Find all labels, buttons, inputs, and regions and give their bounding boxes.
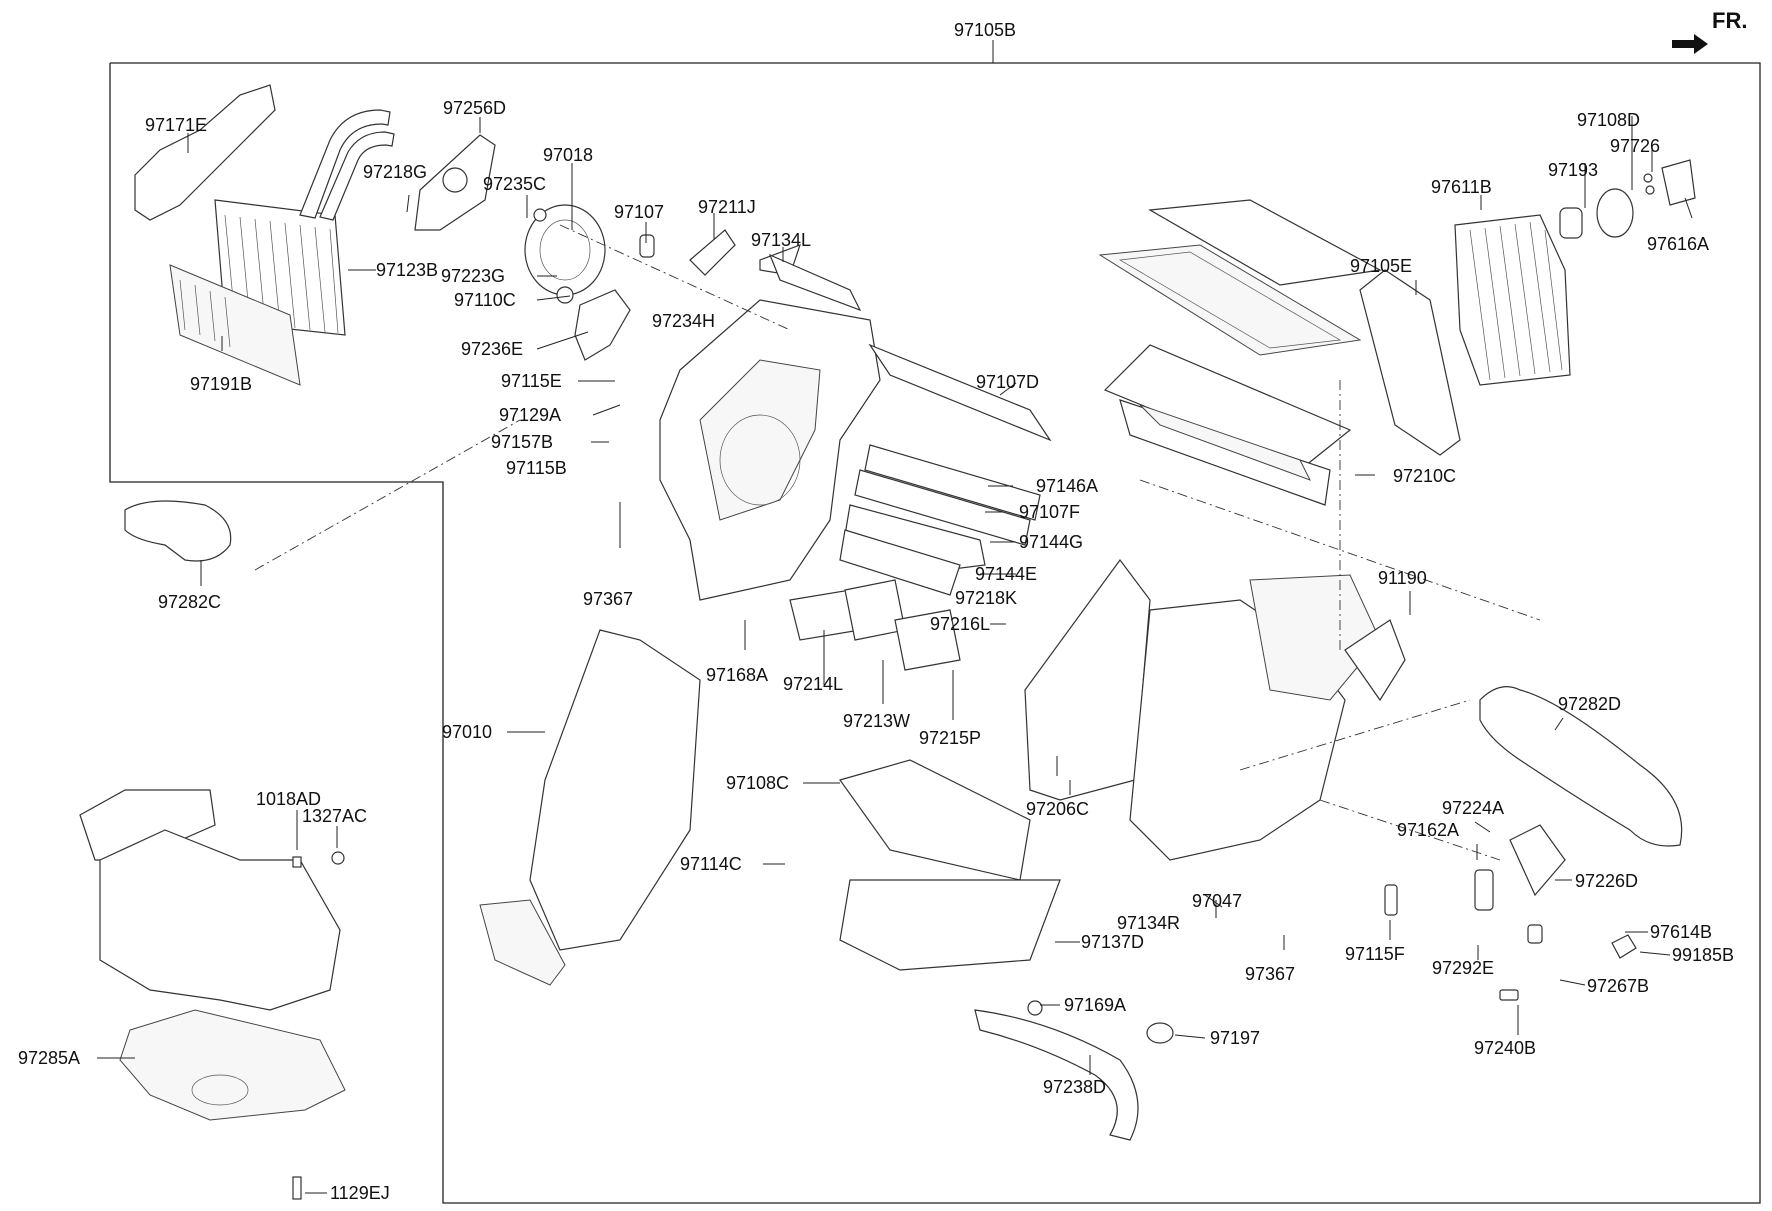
part-label: 1018AD	[256, 789, 321, 809]
part-label: 97168A	[706, 665, 768, 685]
part-label: 97171E	[145, 115, 207, 135]
part-label: 97285A	[18, 1048, 80, 1068]
alignment-lines	[254, 224, 1541, 861]
part-label: 97211J	[698, 197, 756, 217]
part-label: 97367	[1245, 964, 1295, 984]
part-label: 97137D	[1081, 932, 1144, 952]
part-label: 97292E	[1432, 958, 1494, 978]
part-label: 97047	[1192, 891, 1242, 911]
part-label: 97197	[1210, 1028, 1260, 1048]
part-label: 97107	[614, 202, 664, 222]
part-label: 1327AC	[302, 806, 367, 826]
part-label: 97213W	[843, 711, 910, 731]
assembly-inset-illustration	[79, 789, 346, 1200]
part-label: 97367	[583, 589, 633, 609]
part-label: 97144E	[975, 564, 1037, 584]
part-label: 97206C	[1026, 799, 1089, 819]
part-label: 97107D	[976, 372, 1039, 392]
part-label: 97115F	[1345, 944, 1405, 964]
lower-case-illustration	[839, 759, 1174, 1141]
part-labels: 97105B 97171E 97256D 97018 97218G 97235C…	[18, 20, 1734, 1203]
part-label: 97114C	[680, 854, 742, 874]
part-label: 97115B	[506, 458, 567, 478]
part-label: 97110C	[454, 290, 516, 310]
part-label: 97282C	[158, 592, 221, 612]
part-label: 97115E	[501, 371, 562, 391]
direction-label: FR.	[1712, 8, 1747, 33]
part-label: 1129EJ	[330, 1183, 390, 1203]
evaporator-illustration	[1359, 214, 1571, 456]
part-label: 97215P	[919, 728, 981, 748]
part-label: 97191B	[190, 374, 252, 394]
part-label: 97144G	[1019, 532, 1083, 552]
part-label: 97236E	[461, 339, 523, 359]
part-label: 97256D	[443, 98, 506, 118]
part-label: 97018	[543, 145, 593, 165]
mode-actuator-parts-illustration	[414, 134, 801, 361]
part-label: 97146A	[1036, 476, 1098, 496]
part-label: 97218K	[955, 588, 1017, 608]
part-label: 97210C	[1393, 466, 1456, 486]
heater-case-left-illustration	[659, 253, 1052, 601]
filter-frame-illustration	[1098, 199, 1382, 506]
assembly-frame	[109, 40, 1761, 1204]
part-label: 97108C	[726, 773, 789, 793]
part-label: 97123B	[376, 260, 438, 280]
part-label: 97134L	[751, 230, 811, 250]
part-label: 97726	[1610, 136, 1660, 156]
part-label: 97240B	[1474, 1038, 1536, 1058]
part-label: 97224A	[1442, 798, 1504, 818]
part-label: 97223G	[441, 266, 505, 286]
part-label: 97234H	[652, 311, 715, 331]
part-label: 97010	[442, 722, 492, 742]
mode-door-stack-illustration	[789, 444, 1041, 671]
heater-core-illustration	[134, 84, 395, 386]
part-label: 99185B	[1672, 945, 1734, 965]
part-label: 97162A	[1397, 820, 1459, 840]
part-label: 97129A	[499, 405, 561, 425]
heater-case-right-illustration	[1024, 558, 1406, 861]
part-label: 97218G	[363, 162, 427, 182]
part-label: 97616A	[1647, 234, 1709, 254]
part-label: 97214L	[783, 674, 843, 694]
part-label: 97238D	[1043, 1077, 1106, 1097]
part-label: 97157B	[491, 432, 553, 452]
side-duct-left-illustration	[124, 500, 232, 562]
part-label: 97107F	[1019, 502, 1080, 522]
part-label: 97611B	[1431, 177, 1492, 197]
part-label: 97282D	[1558, 694, 1621, 714]
part-label: 97614B	[1650, 922, 1712, 942]
part-label: 97134R	[1117, 913, 1180, 933]
actuator-sensors-illustration	[1384, 824, 1637, 1001]
part-label: 97216L	[930, 614, 990, 634]
part-label: 97105E	[1350, 256, 1412, 276]
part-label: 97267B	[1587, 976, 1649, 996]
part-label: 97108D	[1577, 110, 1640, 130]
part-label: 91190	[1378, 568, 1427, 588]
floor-duct-illustration	[479, 629, 701, 986]
part-label: 97235C	[483, 174, 546, 194]
part-label: 97193	[1548, 160, 1598, 180]
front-direction-arrow-icon	[1672, 34, 1708, 54]
expansion-valve-parts-illustration	[1559, 159, 1696, 239]
part-label: 97226D	[1575, 871, 1638, 891]
side-duct-right-illustration	[1479, 686, 1683, 847]
part-label: 97169A	[1064, 995, 1126, 1015]
part-label: 97105B	[954, 20, 1016, 40]
leader-lines	[97, 116, 1693, 1194]
